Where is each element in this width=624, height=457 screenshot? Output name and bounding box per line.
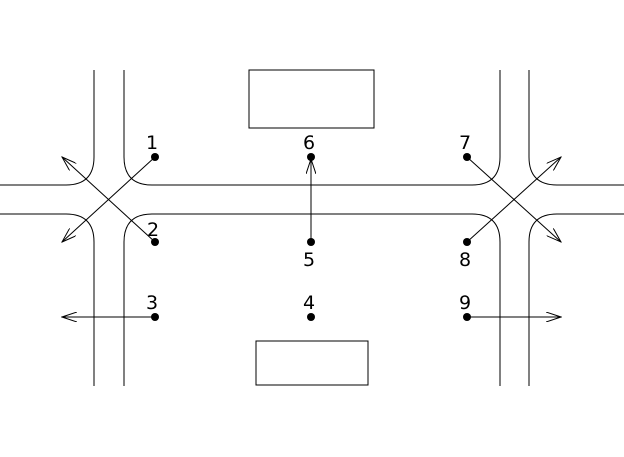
arrow-from-node-2 — [62, 157, 156, 243]
road-edge-lower-right — [528, 213, 624, 386]
node-1-label: 1 — [146, 132, 158, 154]
node-4-label: 4 — [303, 292, 315, 314]
building-bottom — [255, 340, 369, 386]
node-2-dot — [151, 238, 159, 246]
road-edge-upper-right — [528, 70, 624, 186]
arrow-from-node-8 — [466, 157, 561, 243]
node-7-dot — [463, 153, 471, 161]
node-2-label: 2 — [147, 219, 159, 241]
nodes: 1 2 3 4 5 6 7 8 9 — [146, 132, 471, 321]
node-6-label: 6 — [303, 132, 315, 154]
road-edge-lower-left — [0, 213, 95, 386]
movement-arrows — [62, 157, 561, 317]
node-5-dot — [307, 238, 315, 246]
node-9-label: 9 — [459, 292, 471, 314]
road-edge-lower-middle — [123, 213, 501, 386]
node-6-dot — [307, 153, 315, 161]
node-5-label: 5 — [303, 249, 315, 271]
node-3-dot — [151, 313, 159, 321]
road-edge-upper-left — [0, 70, 95, 186]
building-top — [248, 69, 375, 129]
node-7-label: 7 — [459, 132, 471, 154]
node-8-label: 8 — [459, 249, 471, 271]
road-edge-upper-middle — [123, 70, 501, 186]
node-9-dot — [463, 313, 471, 321]
node-8-dot — [463, 238, 471, 246]
node-3-label: 3 — [146, 292, 158, 314]
node-4-dot — [307, 313, 315, 321]
road-network — [0, 70, 624, 386]
node-1-dot — [151, 153, 159, 161]
